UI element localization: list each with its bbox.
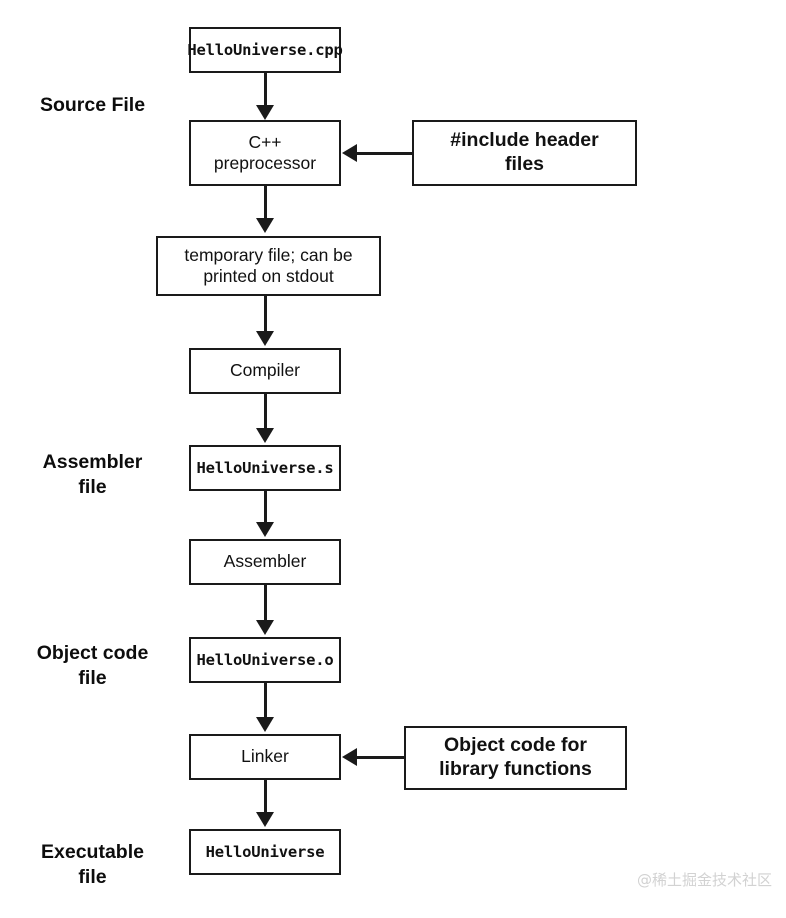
node-assembler-label: Assembler	[223, 551, 307, 572]
edge-arrow-temporary-to-compiler	[256, 331, 274, 346]
node-linker[interactable]: Linker	[189, 734, 341, 780]
node-object-code-for-library-functions[interactable]: Object code for library functions	[404, 726, 627, 790]
node-include-header-files-label: #include header files	[450, 129, 599, 175]
edge-arrow-compiler-to-assembly	[256, 428, 274, 443]
edge-arrow-library-to-linker	[342, 748, 357, 766]
node-hellouniverse-o[interactable]: HelloUniverse.o	[189, 637, 341, 683]
edge-line-object-to-linker	[263, 683, 267, 719]
node-compiler-label: Compiler	[229, 360, 301, 381]
edge-line-preprocessor-to-temporary	[263, 186, 267, 220]
edge-arrow-object-to-linker	[256, 717, 274, 732]
node-cpp-preprocessor-label: C++ preprocessor	[213, 131, 317, 173]
node-temporary-file-label: temporary file; can be printed on stdout	[184, 244, 353, 286]
node-assembler[interactable]: Assembler	[189, 539, 341, 585]
node-hellouniverse-s-label: HelloUniverse.s	[196, 458, 334, 477]
node-compiler[interactable]: Compiler	[189, 348, 341, 394]
node-hellouniverse-cpp-label: HelloUniverse.cpp	[187, 40, 343, 59]
caption-object-code-file: Object code file	[36, 642, 149, 690]
edge-line-compiler-to-assembly	[263, 394, 267, 430]
caption-assembler-file: Assembler file	[42, 451, 143, 499]
edge-line-include-to-preprocessor	[357, 151, 412, 155]
edge-line-assembler-to-object	[263, 585, 267, 622]
edge-arrow-cpp-to-preprocessor	[256, 105, 274, 120]
edge-line-linker-to-executable	[263, 780, 267, 814]
watermark: @稀土掘金技术社区	[636, 871, 772, 889]
node-hellouniverse-label: HelloUniverse	[205, 842, 325, 861]
node-hellouniverse-o-label: HelloUniverse.o	[196, 650, 334, 669]
node-temporary-file[interactable]: temporary file; can be printed on stdout	[156, 236, 381, 296]
edge-line-cpp-to-preprocessor	[263, 73, 267, 107]
caption-source-file: Source File	[39, 94, 146, 116]
node-hellouniverse-cpp[interactable]: HelloUniverse.cpp	[187, 27, 343, 73]
node-object-code-for-library-functions-label: Object code for library functions	[439, 734, 592, 780]
edge-line-temporary-to-compiler	[263, 296, 267, 333]
edge-arrow-preprocessor-to-temporary	[256, 218, 274, 233]
edge-arrow-assembler-to-object	[256, 620, 274, 635]
edge-arrow-include-to-preprocessor	[342, 144, 357, 162]
node-include-header-files[interactable]: #include header files	[412, 120, 637, 186]
node-linker-label: Linker	[241, 746, 289, 767]
edge-line-library-to-linker	[357, 755, 404, 759]
node-hellouniverse-s[interactable]: HelloUniverse.s	[189, 445, 341, 491]
edge-arrow-linker-to-executable	[256, 812, 274, 827]
edge-line-assembly-to-assembler	[263, 491, 267, 524]
caption-executable-file: Executable file	[41, 841, 144, 889]
node-cpp-preprocessor[interactable]: C++ preprocessor	[189, 120, 341, 186]
node-hellouniverse[interactable]: HelloUniverse	[189, 829, 341, 875]
edge-arrow-assembly-to-assembler	[256, 522, 274, 537]
